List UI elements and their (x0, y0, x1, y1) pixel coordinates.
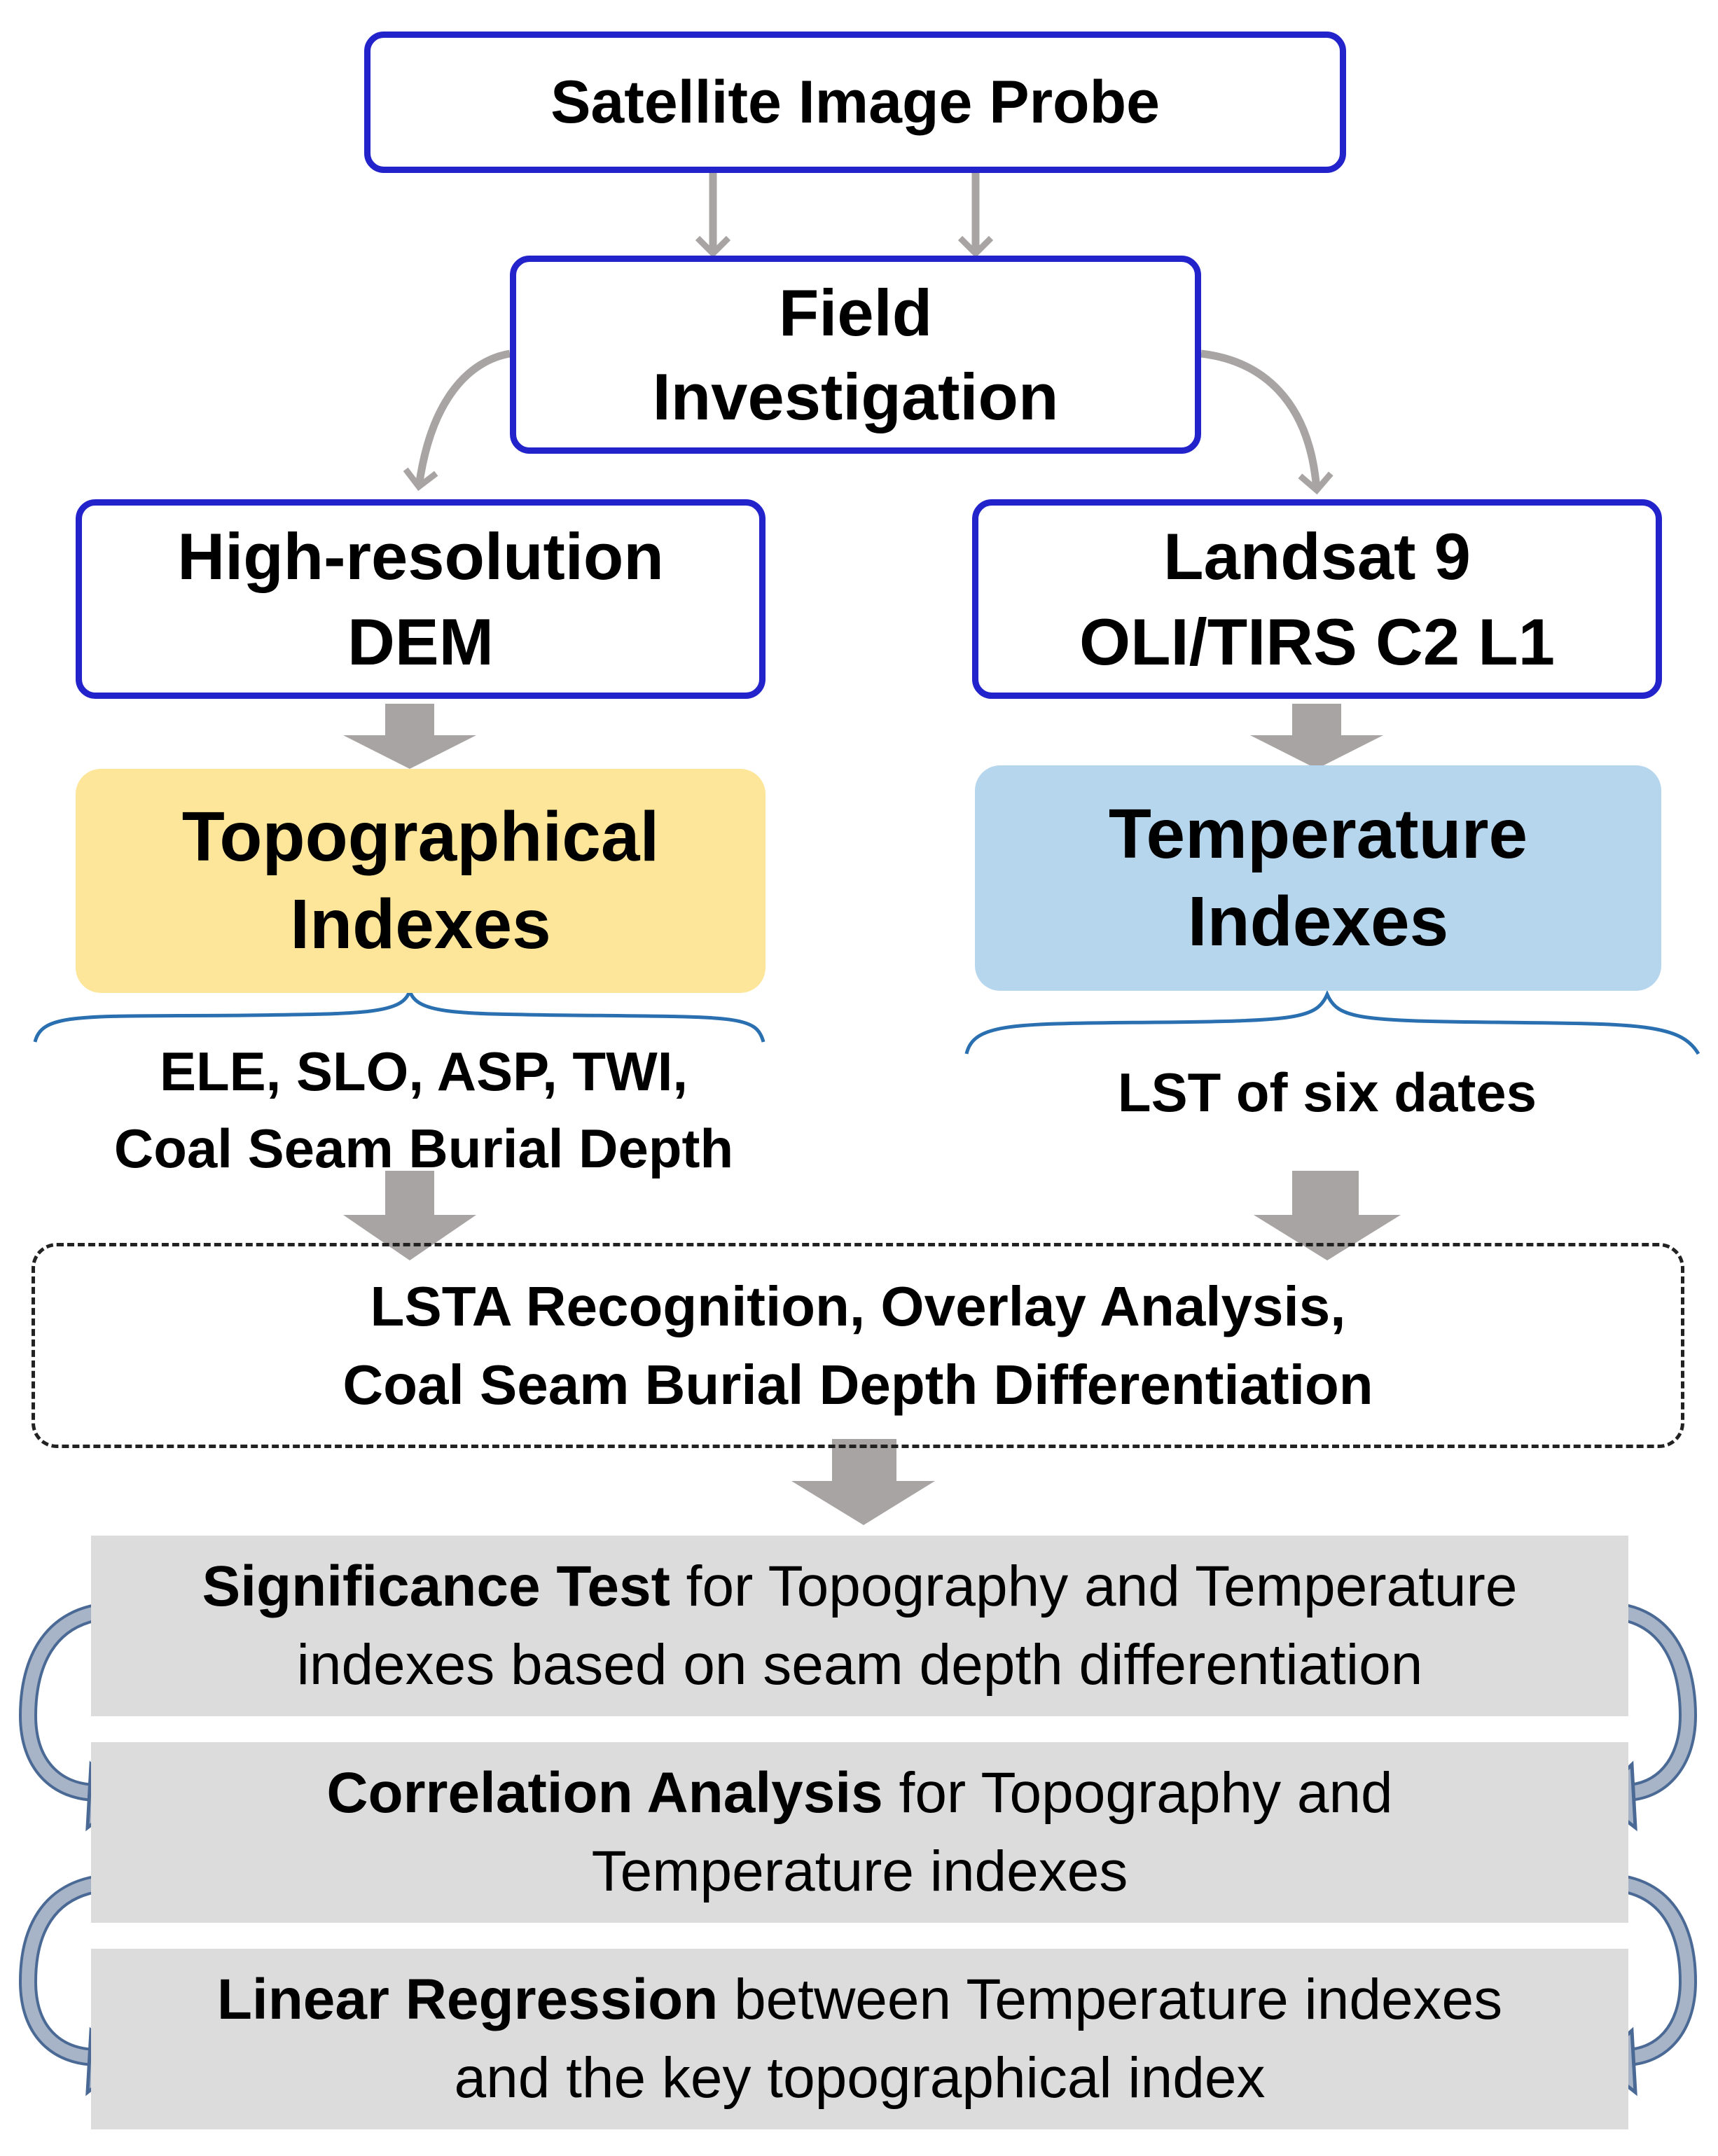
analysis-box: LSTA Recognition, Overlay Analysis, Coal… (32, 1243, 1684, 1448)
dem-line2: DEM (347, 604, 494, 679)
topo-line2: Indexes (290, 885, 551, 964)
topo-items-line1: ELE, SLO, ASP, TWI, (159, 1041, 688, 1102)
analysis-line2: Coal Seam Burial Depth Differentiation (342, 1353, 1373, 1416)
step3-line1: Linear Regression between Temperature in… (217, 1961, 1502, 2039)
temp-items-line1: LST of six dates (1117, 1062, 1537, 1123)
arrow-field-dem (403, 349, 511, 492)
satellite-label: Satellite Image Probe (550, 68, 1160, 136)
field-investigation-box: Field Investigation (510, 256, 1201, 454)
brace-temp (964, 989, 1700, 1055)
block-arrow-temp-analysis (1254, 1171, 1401, 1260)
temperature-indexes-box: Temperature Indexes (975, 765, 1661, 991)
step3-bold: Linear Regression (216, 1968, 719, 2031)
block-arrow-analysis-steps (791, 1439, 935, 1525)
dem-line1: High-resolution (177, 519, 664, 593)
analysis-line1: LSTA Recognition, Overlay Analysis, (370, 1274, 1346, 1337)
temperature-items: LST of six dates (967, 1054, 1688, 1131)
block-arrow-dem-topo (343, 704, 476, 769)
step2-bold: Correlation Analysis (326, 1761, 883, 1825)
step1-line2: indexes based on seam depth differentiat… (296, 1633, 1423, 1697)
step-significance-test: Significance Test for Topography and Tem… (91, 1536, 1628, 1716)
step2-rest: for Topography and (882, 1761, 1393, 1825)
field-line2: Investigation (652, 359, 1059, 433)
landsat-line1: Landsat 9 (1163, 519, 1471, 593)
topo-items-line2: Coal Seam Burial Depth (113, 1118, 734, 1179)
topographical-items: ELE, SLO, ASP, TWI, Coal Seam Burial Dep… (28, 1033, 819, 1187)
step-correlation-analysis: Correlation Analysis for Topography and … (91, 1742, 1628, 1923)
step1-rest: for Topography and Temperature (670, 1555, 1518, 1618)
temp-line2: Indexes (1187, 882, 1449, 961)
field-line1: Field (778, 275, 933, 349)
block-arrow-landsat-temp (1250, 704, 1383, 769)
step1-line1: Significance Test for Topography and Tem… (202, 1548, 1518, 1626)
step1-bold: Significance Test (202, 1555, 670, 1618)
landsat-box: Landsat 9 OLI/TIRS C2 L1 (972, 499, 1662, 699)
landsat-line2: OLI/TIRS C2 L1 (1079, 604, 1555, 679)
step2-line1: Correlation Analysis for Topography and (326, 1754, 1392, 1832)
step-linear-regression: Linear Regression between Temperature in… (91, 1949, 1628, 2129)
temp-line1: Temperature (1108, 795, 1528, 873)
satellite-image-probe-box: Satellite Image Probe (364, 32, 1346, 173)
step3-rest: between Temperature indexes (718, 1968, 1503, 2031)
step2-line2: Temperature indexes (591, 1839, 1128, 1903)
dem-box: High-resolution DEM (76, 499, 766, 699)
block-arrow-topo-analysis (343, 1171, 476, 1260)
arrow-field-landsat (1200, 349, 1333, 495)
step3-line2: and the key topographical index (454, 2046, 1266, 2110)
topo-line1: Topographical (181, 798, 660, 876)
topographical-indexes-box: Topographical Indexes (76, 769, 766, 993)
